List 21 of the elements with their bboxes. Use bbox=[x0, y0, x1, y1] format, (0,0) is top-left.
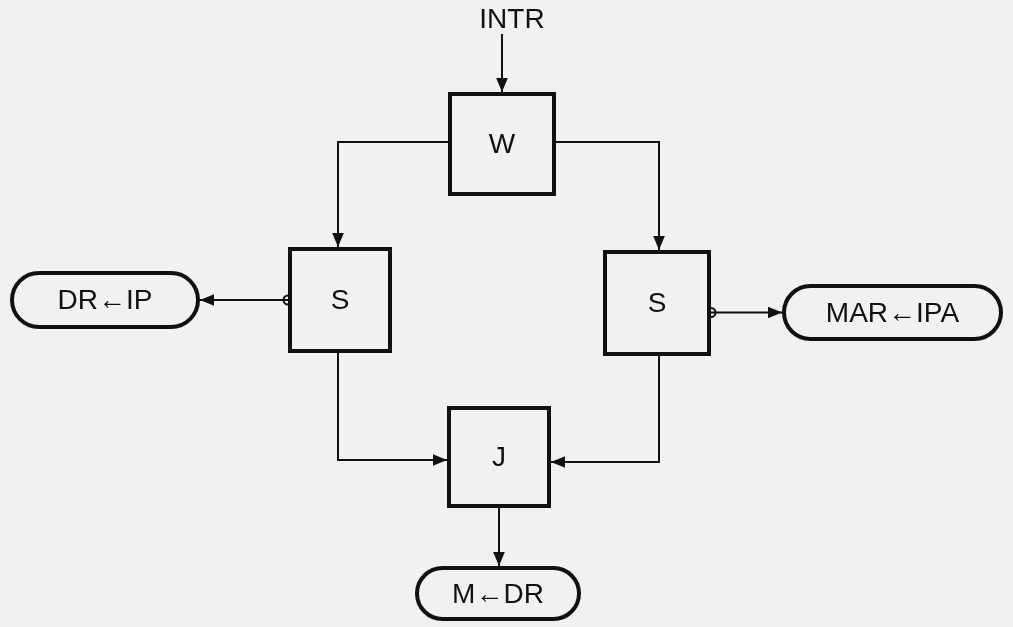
node-label: S bbox=[647, 289, 667, 317]
node-label: M←DR bbox=[452, 579, 544, 608]
node-label: J bbox=[492, 443, 506, 471]
arrow bbox=[332, 141, 449, 248]
terminal-pill bbox=[415, 566, 581, 621]
process-box bbox=[603, 250, 711, 356]
node-label: S bbox=[330, 286, 350, 314]
arrow bbox=[337, 352, 448, 466]
terminal-pill bbox=[10, 271, 200, 329]
process-box bbox=[448, 92, 556, 196]
node-label: MAR←IPA bbox=[825, 298, 960, 327]
arrow bbox=[493, 507, 505, 567]
arrow bbox=[550, 355, 660, 468]
process-box bbox=[447, 406, 551, 508]
arrow bbox=[555, 141, 665, 251]
node-label: DR←IP bbox=[57, 286, 153, 314]
terminal-pill bbox=[782, 284, 1003, 341]
arrow bbox=[496, 33, 508, 93]
process-box bbox=[288, 247, 392, 353]
signal-label: INTR bbox=[479, 5, 545, 33]
node-label: W bbox=[488, 130, 516, 158]
